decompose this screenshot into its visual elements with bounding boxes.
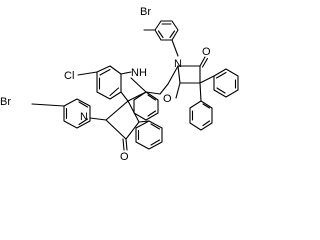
molecule-structure: Br Br Cl NH N N O O O (0, 6, 239, 163)
atom-label-n-upper: N (174, 58, 182, 70)
atom-label-cl: Cl (64, 70, 74, 82)
atom-label-o-center: O (163, 93, 172, 105)
atom-label-br-left: Br (0, 96, 11, 108)
atom-label-nh: NH (131, 67, 147, 79)
atom-label-o-lower: O (120, 151, 129, 163)
bond-skeleton (31, 20, 239, 151)
atom-label-br-top: Br (140, 6, 151, 18)
atom-label-n-lower: N (80, 111, 88, 123)
atom-label-o-upper: O (202, 46, 211, 58)
